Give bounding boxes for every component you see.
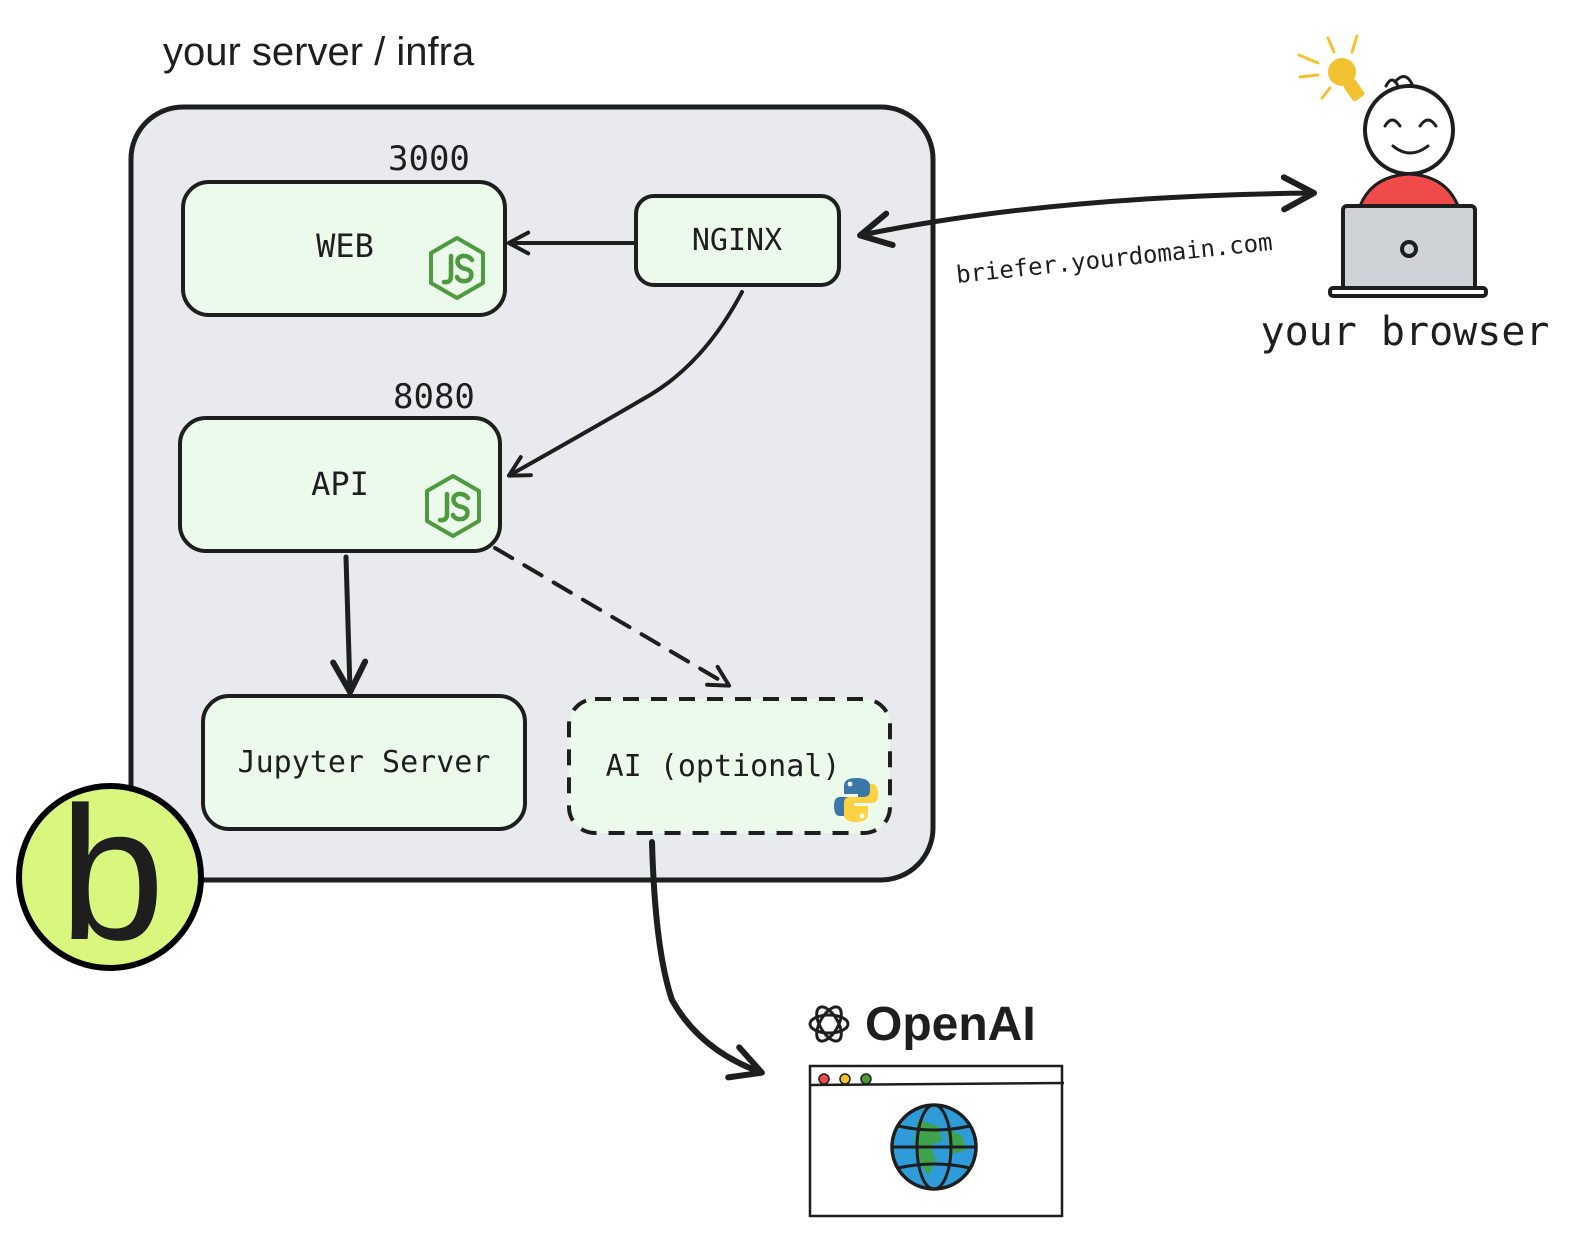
jupyter-node-label: Jupyter Server bbox=[238, 745, 491, 780]
edge-nginx-api bbox=[506, 290, 744, 478]
laptop-icon bbox=[1341, 204, 1477, 292]
edge-ai-openai bbox=[649, 839, 765, 1081]
ai-node-label: AI (optional) bbox=[606, 749, 841, 784]
person-illustration bbox=[1297, 34, 1488, 298]
api-port-label: 8080 bbox=[393, 377, 475, 417]
lightbulb-icon bbox=[1297, 34, 1365, 102]
web-port-label: 3000 bbox=[388, 139, 470, 179]
briefer-logo: b bbox=[16, 768, 204, 980]
api-node-label: API bbox=[311, 465, 369, 503]
person-head bbox=[1363, 84, 1455, 176]
api-node[interactable] bbox=[178, 416, 502, 553]
python-icon bbox=[834, 778, 878, 822]
openai-icon bbox=[808, 1005, 850, 1043]
edge-api-jupyter bbox=[330, 554, 369, 695]
edge-nginx-browser bbox=[857, 174, 1317, 248]
person-shirt bbox=[1357, 172, 1461, 208]
web-browser-window bbox=[808, 1064, 1065, 1218]
logo-letter: b bbox=[59, 768, 165, 980]
ai-node[interactable] bbox=[567, 697, 892, 835]
infra-title: your server / infra bbox=[163, 30, 475, 74]
openai-label: OpenAI bbox=[865, 998, 1036, 1051]
edge-api-ai bbox=[493, 546, 732, 688]
edge-domain-label: briefer.yourdomain.com bbox=[955, 228, 1274, 289]
nginx-node[interactable] bbox=[634, 194, 841, 287]
nginx-node-label: NGINX bbox=[692, 223, 782, 258]
jupyter-node[interactable] bbox=[201, 694, 527, 831]
browser-label: your browser bbox=[1261, 309, 1550, 355]
globe-icon bbox=[890, 1103, 978, 1191]
web-node[interactable] bbox=[181, 180, 507, 317]
web-node-label: WEB bbox=[316, 227, 374, 265]
